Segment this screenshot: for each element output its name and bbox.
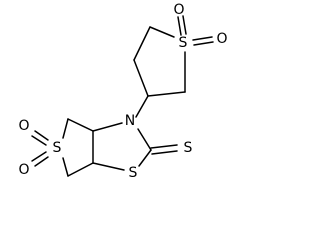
bond-c4a-c5a bbox=[133, 26, 151, 61]
bond-s-o-right-2 bbox=[193, 41, 214, 46]
atom-o-top-right: O bbox=[216, 31, 227, 47]
atom-s-thiazole: S bbox=[129, 165, 138, 181]
bond-c5a-s bbox=[149, 26, 175, 38]
bond-c2a-c3a bbox=[147, 91, 186, 97]
bond-s5-o-top-2 bbox=[31, 135, 47, 146]
fused-sulfolane-ring bbox=[31, 118, 94, 177]
bond-s5-o-bottom-1 bbox=[34, 156, 49, 167]
bond-c2-n bbox=[137, 128, 152, 151]
bond-s-o-right-1 bbox=[192, 36, 213, 41]
bond-c6-c6a bbox=[67, 162, 94, 177]
atom-s-top: S bbox=[179, 35, 188, 51]
bond-n-c3a-fused bbox=[92, 122, 123, 132]
bond-s1-c2 bbox=[138, 149, 152, 167]
chemical-structure: S O O N S O O S S bbox=[18, 2, 227, 181]
atom-o-top-left: O bbox=[173, 2, 184, 18]
atom-s-thione: S bbox=[184, 140, 193, 156]
atom-s-left: S bbox=[53, 140, 62, 156]
bond-c2-s-thione-1 bbox=[150, 144, 178, 149]
bond-c2-s-thione-2 bbox=[151, 150, 178, 155]
bond-s5-c6 bbox=[62, 157, 69, 177]
atom-o-left-bottom: O bbox=[18, 162, 29, 178]
bond-c3a-c4a bbox=[133, 59, 149, 97]
bond-s5-o-top-1 bbox=[34, 130, 49, 141]
bond-c4-s5 bbox=[62, 118, 69, 139]
bond-s5-o-bottom-2 bbox=[31, 151, 47, 162]
bond-c3a-c4 bbox=[67, 118, 94, 132]
atom-o-left-top: O bbox=[18, 118, 29, 134]
atom-labels: S O O N S O O S S bbox=[18, 2, 227, 181]
bond-s-o-up-2 bbox=[182, 15, 187, 35]
sulfolane-ring bbox=[133, 15, 214, 97]
bond-c6a-s1 bbox=[92, 162, 125, 171]
bond-s-o-up-1 bbox=[177, 16, 182, 36]
atom-n: N bbox=[125, 113, 135, 129]
thiazolidine-ring bbox=[92, 122, 178, 171]
bond-n-c3a bbox=[135, 95, 149, 118]
